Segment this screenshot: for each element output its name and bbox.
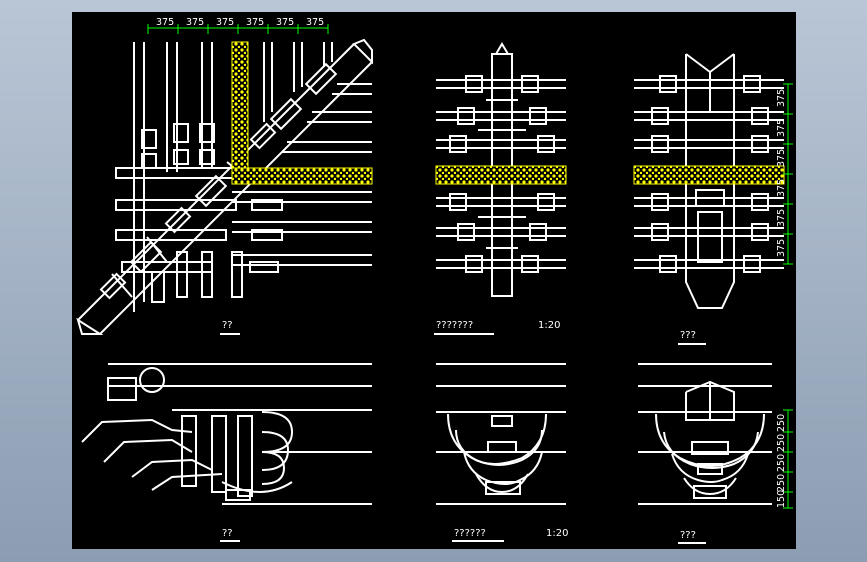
dim-right-bottom-3: 250 [776,454,787,472]
dim-top-4: 375 [246,17,264,28]
dim-right-bottom: 150 250 250 250 250 [776,414,787,508]
dim-top-3: 375 [216,17,234,28]
side-plan-view [634,53,784,309]
dim-right-top-1: 375 [776,89,787,107]
side-elevation-view [638,363,772,505]
dim-right-top: 375 375 375 375 375 375 [776,89,787,257]
view-labels: ?? ??????? 1:20 ??? ?? ?????? 1:20 ??? [220,320,706,544]
drawing-svg: 375 375 375 375 375 375 375 375 375 375 … [76,17,793,544]
dim-top-1: 375 [156,17,174,28]
elevation-view [81,363,372,505]
dimension-lines [147,24,793,509]
dim-right-top-6: 375 [776,239,787,257]
label-side-plan: ??? [680,330,696,341]
dim-right-bottom-5: 250 [776,414,787,432]
dim-right-top-2: 375 [776,119,787,137]
dim-top-5: 375 [276,17,294,28]
label-scale-top: 1:20 [538,320,560,331]
dim-right-top-5: 375 [776,209,787,227]
label-front-plan: ??????? [436,320,473,331]
dim-right-top-3: 375 [776,149,787,167]
dim-right-top-4: 375 [776,179,787,197]
plan-view [76,38,373,335]
label-side-elev: ??? [680,530,696,541]
front-elevation-view [436,363,566,505]
hatch-areas [231,41,785,185]
label-plan: ?? [222,320,233,331]
dim-right-bottom-4: 250 [776,434,787,452]
dim-top-6: 375 [306,17,324,28]
dim-right-bottom-1: 150 [776,490,787,508]
cad-drawing-canvas[interactable]: 375 375 375 375 375 375 375 375 375 375 … [72,12,796,549]
label-scale-bottom: 1:20 [546,528,568,539]
label-elev: ?? [222,528,233,539]
dim-top-2: 375 [186,17,204,28]
label-front-elev: ?????? [454,528,486,539]
dim-right-bottom-2: 250 [776,474,787,492]
dim-top: 375 375 375 375 375 375 [156,17,324,28]
